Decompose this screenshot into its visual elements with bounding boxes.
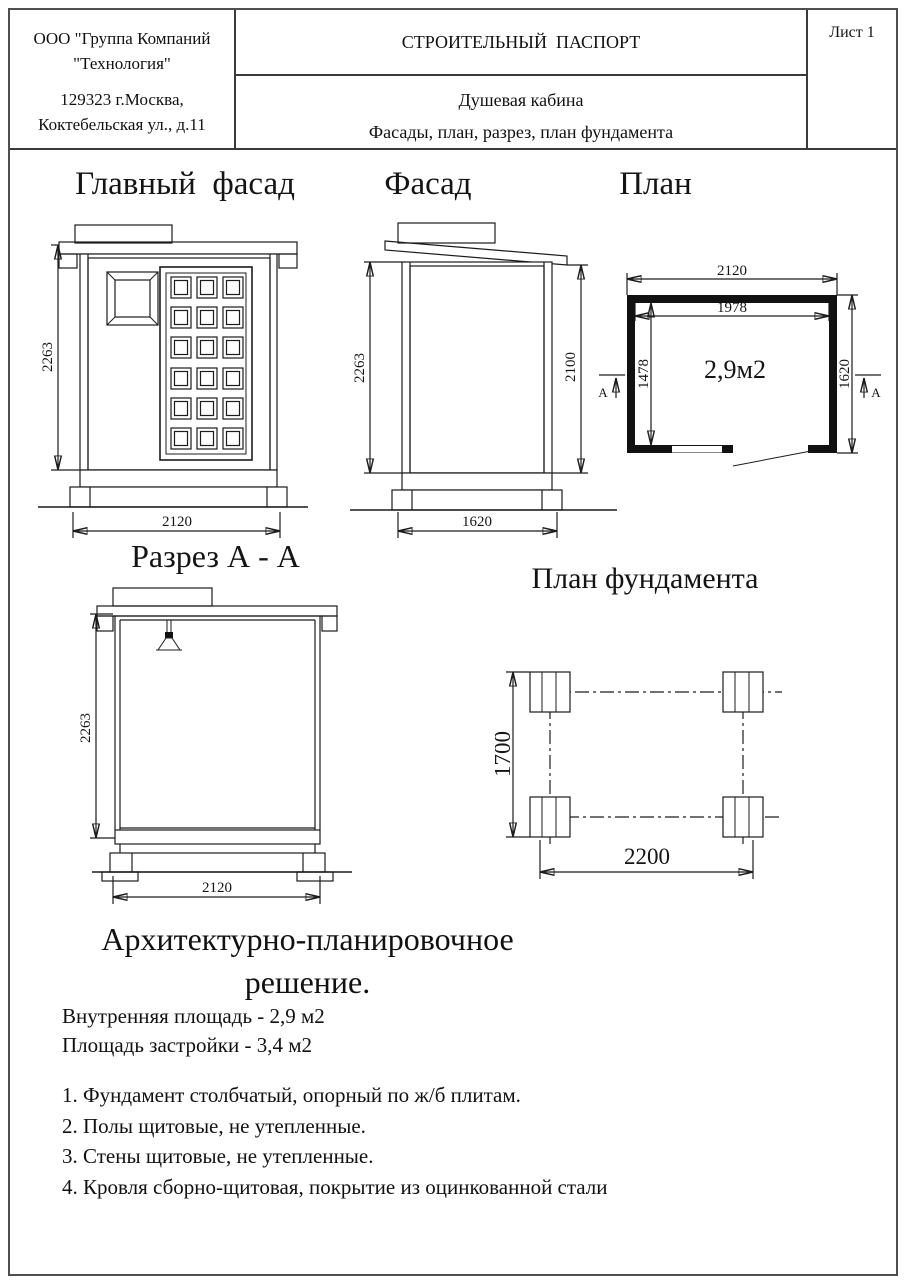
- section-drawing: 2263 2120: [78, 587, 352, 904]
- note-item-4: 4. Кровля сборно-щитовая, покрытие из оц…: [62, 1174, 608, 1199]
- base-plinth: [350, 472, 617, 511]
- title-cell: СТРОИТЕЛЬНЫЙ ПАСПОРТ Душевая кабина Фаса…: [236, 10, 806, 148]
- dimension-height-left: 2263: [352, 261, 402, 474]
- main-facade-title: Главный фасад: [75, 166, 295, 202]
- plan-title: План: [619, 166, 692, 202]
- window: [106, 271, 159, 326]
- dimension-width-outer: 2120: [626, 265, 838, 295]
- dimension-depth: 1700: [495, 671, 530, 838]
- dim-height-left-label: 2263: [352, 353, 368, 383]
- dim-depth-label: 1700: [495, 731, 515, 777]
- roof: [96, 587, 338, 632]
- foundation-plan-drawing: 1700 2200: [495, 671, 782, 879]
- company-address-line1: 129323 г.Москва,: [60, 90, 184, 109]
- dimension-width-inner: 1978: [634, 300, 830, 321]
- roof: [384, 222, 568, 266]
- dimension-width: 2120: [112, 876, 321, 904]
- dim-height-label: 2263: [40, 342, 56, 372]
- notes-heading-line2: решение.: [244, 964, 371, 1000]
- dim-height-label: 2263: [78, 713, 94, 743]
- dimension-height: 2263: [40, 244, 80, 471]
- pillar-top-right: [722, 671, 764, 713]
- notes-heading-line1: Архитектурно-планировочное: [101, 921, 514, 957]
- company-gap: [10, 76, 234, 87]
- base-foundation: [92, 829, 352, 882]
- pillar-top-left: [529, 671, 571, 713]
- wall-siding: [401, 261, 553, 474]
- doc-contents: Фасады, план, разрез, план фундамента: [368, 122, 674, 142]
- dim-width-label: 1620: [462, 514, 492, 530]
- section-title: Разрез А - А: [131, 538, 300, 574]
- dim-width-inner-label: 1978: [717, 300, 747, 316]
- shower-head: [156, 620, 182, 651]
- dim-depth-outer-label: 1620: [837, 359, 853, 389]
- sheet-number: Лист 1: [829, 24, 875, 41]
- section-mark-left-label: А: [598, 385, 608, 400]
- panel-door: [159, 266, 253, 461]
- dimension-height: 2263: [78, 613, 115, 839]
- note-item-2: 2. Полы щитовые, не утепленные.: [62, 1113, 366, 1138]
- company-cell: ООО "Группа Компаний "Технология" 129323…: [10, 10, 236, 148]
- title-block: ООО "Группа Компаний "Технология" 129323…: [10, 10, 896, 150]
- note-item-1: 1. Фундамент столбчатый, опорный по ж/б …: [62, 1083, 521, 1107]
- company-name-line2: "Технология": [73, 54, 171, 73]
- side-facade-title: Фасад: [384, 166, 472, 202]
- plan-area-label: 2,9м2: [704, 355, 766, 384]
- dim-width-outer-label: 2120: [717, 265, 747, 279]
- foundation-pillars: [529, 671, 764, 838]
- section-mark-right: А: [855, 374, 881, 400]
- section-mark-left: А: [598, 374, 625, 400]
- plan-drawing: 2120 1978 1478 1620 2,9м2 А А: [598, 265, 881, 467]
- company-name-line1: ООО "Группа Компаний: [33, 29, 211, 48]
- walls-interior: [113, 615, 322, 830]
- dim-width-label: 2120: [202, 880, 232, 896]
- sheet-cell: Лист 1: [806, 10, 896, 148]
- dimension-width: 2120: [72, 512, 281, 538]
- main-facade-drawing: 2263 2120: [38, 224, 308, 538]
- door-panels: [170, 276, 244, 450]
- note-item-3: 3. Стены щитовые, не утепленные.: [62, 1144, 374, 1168]
- page-border: [8, 8, 898, 1276]
- pillar-bottom-left: [529, 796, 571, 838]
- door-swing: [732, 450, 812, 467]
- notes-heading: Архитектурно-планировочное решение.: [55, 918, 560, 1004]
- dim-width-label: 2200: [624, 844, 670, 869]
- doc-subject: Душевая кабина: [458, 90, 584, 110]
- dim-depth-inner-label: 1478: [636, 359, 652, 389]
- doc-title: СТРОИТЕЛЬНЫЙ ПАСПОРТ: [236, 10, 806, 76]
- pillar-bottom-right: [722, 796, 764, 838]
- built-area-line: Площадь застройки - 3,4 м2: [62, 1033, 312, 1057]
- company-address-line2: Коктебельская ул., д.11: [38, 115, 206, 134]
- area-summary: Внутренняя площадь - 2,9 м2 Площадь заст…: [62, 1002, 325, 1060]
- dim-height-right-label: 2100: [563, 352, 579, 382]
- section-mark-right-label: А: [871, 385, 881, 400]
- side-facade-drawing: 2263 2100 1620: [350, 222, 617, 538]
- foundation-plan-title: План фундамента: [531, 562, 759, 595]
- dimension-depth-inner: 1478: [636, 303, 652, 445]
- dimension-width: 2200: [539, 840, 754, 879]
- inner-area-line: Внутренняя площадь - 2,9 м2: [62, 1004, 325, 1028]
- dim-width-label: 2120: [162, 514, 192, 530]
- dimension-depth-outer: 1620: [837, 294, 858, 454]
- dimension-height-right: 2100: [552, 264, 588, 474]
- construction-notes-list: 1. Фундамент столбчатый, опорный по ж/б …: [62, 1080, 608, 1202]
- doc-subtitle-cell: Душевая кабина Фасады, план, разрез, пла…: [236, 76, 806, 148]
- plan-walls: [627, 295, 837, 467]
- dimension-width: 1620: [397, 512, 558, 538]
- base-plinth: [38, 469, 308, 508]
